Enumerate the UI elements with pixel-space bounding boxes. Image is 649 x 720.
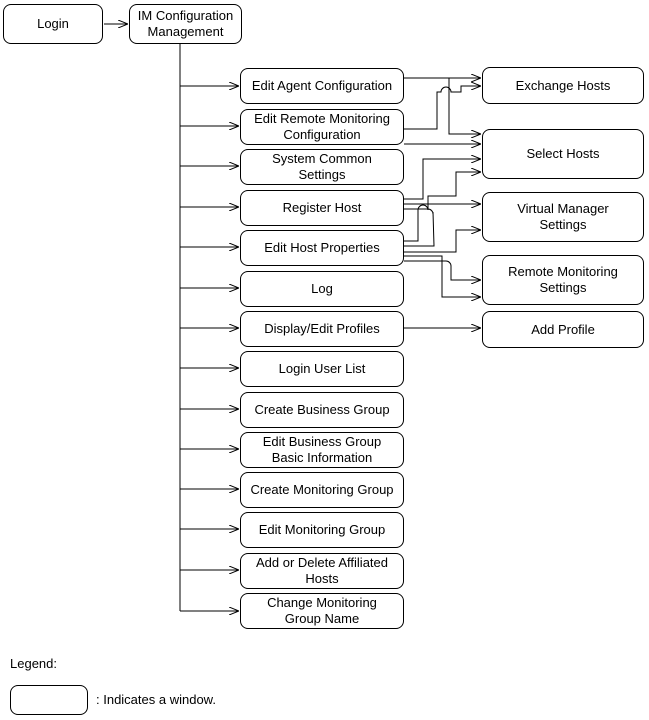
change-monitoring-group-name-window[interactable]: Change Monitoring Group Name (240, 593, 404, 629)
im-configuration-management-window[interactable]: IM Configuration Management (129, 4, 242, 44)
register-host-window[interactable]: Register Host (240, 190, 404, 226)
virtual-manager-settings-window[interactable]: Virtual Manager Settings (482, 192, 644, 242)
edit-monitoring-group-window[interactable]: Edit Monitoring Group (240, 512, 404, 548)
edit-agent-configuration-window[interactable]: Edit Agent Configuration (240, 68, 404, 104)
edit-business-group-basic-information-window[interactable]: Edit Business Group Basic Information (240, 432, 404, 468)
login-window[interactable]: Login (3, 4, 103, 44)
exchange-hosts-window[interactable]: Exchange Hosts (482, 67, 644, 104)
legend-window-symbol (10, 685, 88, 715)
add-profile-window[interactable]: Add Profile (482, 311, 644, 348)
edit-host-properties-window[interactable]: Edit Host Properties (240, 230, 404, 266)
create-monitoring-group-window[interactable]: Create Monitoring Group (240, 472, 404, 508)
add-or-delete-affiliated-hosts-window[interactable]: Add or Delete Affiliated Hosts (240, 553, 404, 589)
remote-monitoring-settings-window[interactable]: Remote Monitoring Settings (482, 255, 644, 305)
login-user-list-window[interactable]: Login User List (240, 351, 404, 387)
create-business-group-window[interactable]: Create Business Group (240, 392, 404, 428)
edit-remote-monitoring-configuration-window[interactable]: Edit Remote Monitoring Configuration (240, 109, 404, 145)
legend-description: : Indicates a window. (96, 692, 216, 707)
system-common-settings-window[interactable]: System Common Settings (240, 149, 404, 185)
legend-title: Legend: (10, 656, 57, 671)
display-edit-profiles-window[interactable]: Display/Edit Profiles (240, 311, 404, 347)
select-hosts-window[interactable]: Select Hosts (482, 129, 644, 179)
log-window[interactable]: Log (240, 271, 404, 307)
